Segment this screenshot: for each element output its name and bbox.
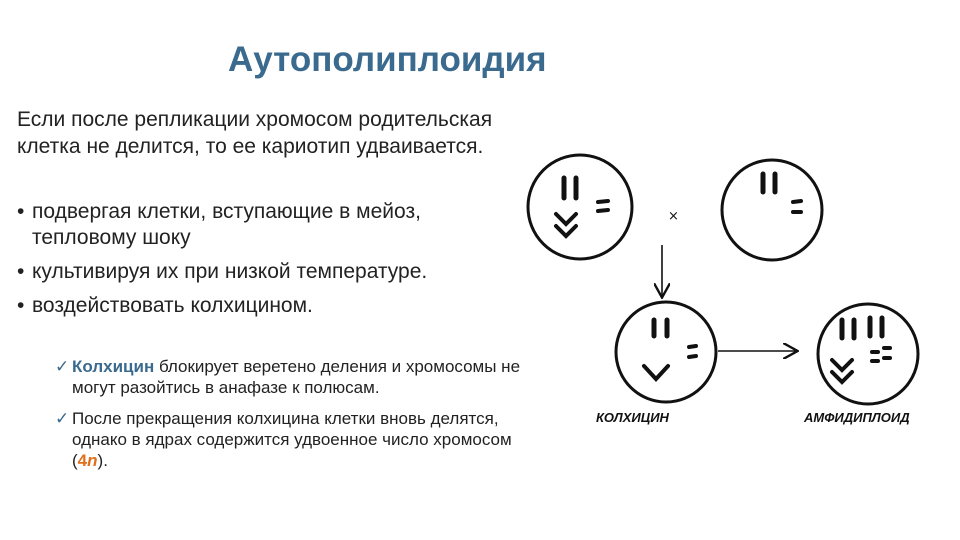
colchicine-label: КОЛХИЦИН — [596, 410, 670, 425]
colchicine-cell — [614, 300, 718, 404]
amphidiploid-cell — [816, 302, 920, 406]
note-text: ). — [97, 451, 108, 470]
list-item: ✓ После прекращения колхицина клетки вно… — [55, 408, 525, 471]
checkmark-icon: ✓ — [55, 409, 70, 428]
note-text: После прекращения колхицина клетки вновь… — [72, 409, 512, 470]
bullet-icon: • — [17, 200, 25, 223]
checkmark-icon: ✓ — [55, 357, 70, 376]
cross-icon: × — [668, 209, 679, 224]
parent-cell-left — [526, 153, 634, 261]
note-text: блокирует веретено деления и хромосомы н… — [72, 357, 521, 397]
amphidiploid-label: АМФИДИПЛОИД — [803, 410, 910, 425]
ploidy-formula: 4n — [78, 451, 98, 470]
bullet-icon: • — [17, 260, 25, 283]
list-item: ✓ Колхицин блокирует веретено деления и … — [55, 356, 525, 398]
list-item-text: подвергая клетки, вступающие в мейоз, те… — [32, 200, 421, 249]
list-item-text: воздействовать колхицином. — [32, 294, 313, 317]
parent-cell-right — [720, 158, 824, 262]
ploidy-number: 4 — [77, 451, 88, 470]
ploidy-variable: n — [87, 451, 98, 470]
cell-diagram: × КОЛХИЦИН АМФИДИПЛОИД — [526, 153, 920, 425]
list-item: • воздействовать колхицином. — [17, 293, 527, 319]
list-item-text: культивируя их при низкой температуре. — [32, 260, 428, 283]
list-item: • подвергая клетки, вступающие в мейоз, … — [17, 199, 527, 251]
intro-paragraph: Если после репликации хромосом родительс… — [17, 108, 493, 158]
slide-title: Аутополиплоидия — [228, 40, 547, 79]
method-list: • подвергая клетки, вступающие в мейоз, … — [17, 199, 527, 327]
bullet-icon: • — [17, 294, 25, 317]
colchicine-term: Колхицин — [72, 357, 155, 376]
colchicine-notes: ✓ Колхицин блокирует веретено деления и … — [55, 356, 525, 481]
list-item: • культивируя их при низкой температуре. — [17, 259, 527, 285]
